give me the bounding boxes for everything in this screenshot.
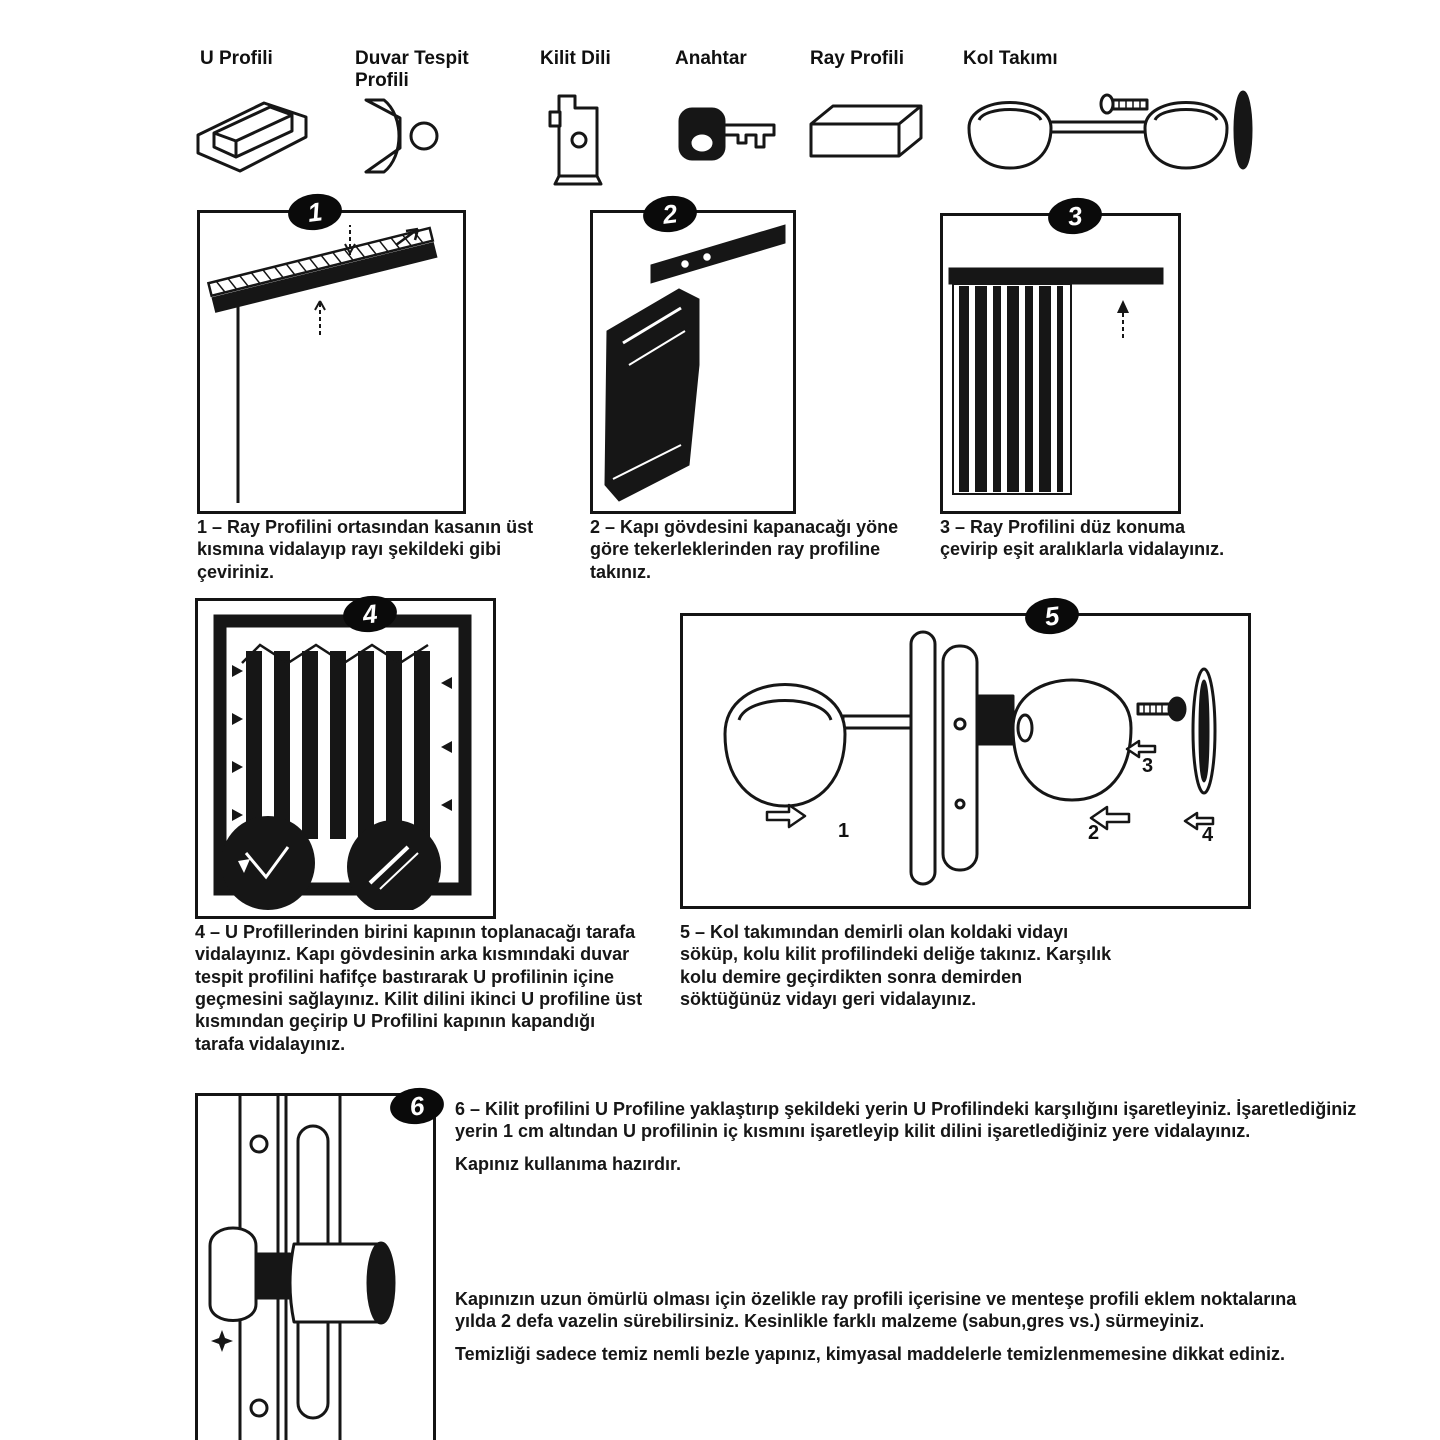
step4-text: 4 – U Profillerinden birini kapının topl… <box>195 922 643 1054</box>
step6-text-block: 6 – Kilit profilini U Profiline yaklaştı… <box>455 1098 1365 1175</box>
step3-drawing <box>948 267 1164 495</box>
step5-drawing <box>723 630 1217 886</box>
care-paragraph-2: Temizliği sadece temiz nemli bezle yapın… <box>455 1343 1285 1364</box>
step5-marker-4: 4 <box>1202 824 1214 846</box>
step5-number: 5 <box>1042 599 1061 632</box>
part-label-u-profili: U Profili <box>200 48 273 69</box>
step1-text: 1 – Ray Profilini ortasından kasanın üst… <box>197 517 534 582</box>
step5-figure <box>680 613 1251 909</box>
part-label-kol-takimi: Kol Takımı <box>963 48 1058 69</box>
care-instructions: Kapınızın uzun ömürlü olması için özelik… <box>455 1288 1305 1375</box>
step6-number: 6 <box>407 1089 426 1122</box>
step3-figure <box>940 213 1181 514</box>
step3-text: 3 – Ray Profilini düz konuma çevirip eşi… <box>940 517 1225 560</box>
step6-ready-text: Kapınız kullanıma hazırdır. <box>455 1153 682 1174</box>
step1-drawing <box>206 225 438 503</box>
step4-drawing <box>213 614 472 910</box>
u-profile-icon <box>192 85 312 180</box>
step4-figure <box>195 598 496 919</box>
step6-figure <box>195 1093 436 1440</box>
step3-number: 3 <box>1065 199 1084 232</box>
step2-text: 2 – Kapı gövdesini kapanacağı yöne göre … <box>590 517 899 582</box>
rail-profile-icon <box>803 98 928 168</box>
key-icon <box>676 103 781 168</box>
step1-number: 1 <box>305 195 324 228</box>
lock-tongue-icon <box>545 88 615 188</box>
step2-drawing <box>604 224 786 502</box>
step1-figure <box>197 210 466 514</box>
step5-marker-2: 2 <box>1088 822 1100 844</box>
step6-text: 6 – Kilit profilini U Profiline yaklaştı… <box>455 1099 1357 1142</box>
step4-number: 4 <box>360 597 379 630</box>
care-paragraph-1: Kapınızın uzun ömürlü olması için özelik… <box>455 1289 1297 1332</box>
part-label-kilit-dili: Kilit Dili <box>540 48 611 69</box>
step5-text: 5 – Kol takımından demirli olan koldaki … <box>680 922 1112 1009</box>
part-label-anahtar: Anahtar <box>675 48 747 69</box>
part-label-duvar-tespit: Duvar Tespit Profili <box>355 48 469 91</box>
step6-drawing <box>208 1096 396 1440</box>
handle-set-icon <box>955 78 1255 178</box>
part-label-ray-profili: Ray Profili <box>810 48 904 69</box>
step5-marker-1: 1 <box>838 820 850 842</box>
wall-fix-profile-icon <box>358 92 453 182</box>
step5-marker-3: 3 <box>1142 755 1154 777</box>
step2-number: 2 <box>660 197 679 230</box>
step2-figure <box>590 210 796 514</box>
